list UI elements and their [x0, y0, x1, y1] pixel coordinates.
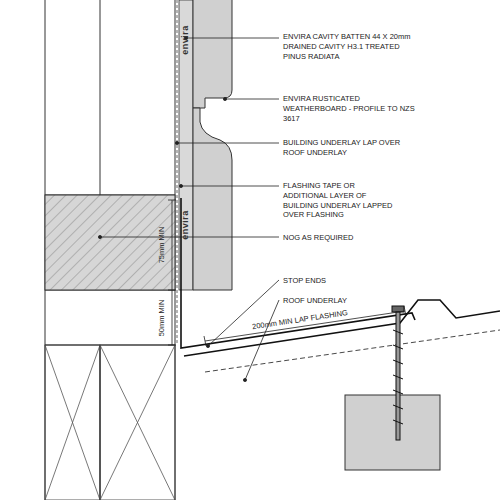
roof-screw	[392, 306, 404, 440]
part-label: FLASHING TAPE OR ADDITIONAL LAYER OF BUI…	[283, 181, 393, 220]
nog-block	[45, 195, 175, 290]
dimension-lines	[168, 200, 406, 346]
wall-framing	[45, 0, 175, 500]
part-label: NOG AS REQUIRED	[283, 233, 423, 243]
dimension-label: 200mm MIN LAP FLASHING	[252, 308, 349, 332]
weatherboard	[193, 108, 232, 290]
weatherboard	[193, 0, 232, 108]
building-underlay	[177, 0, 178, 345]
dimension-label: 50mm MIN	[157, 300, 167, 337]
roof-underlay-line	[205, 330, 500, 372]
part-label: STOP ENDS	[283, 276, 423, 286]
brand-logo: envira	[180, 210, 192, 240]
brand-logo: envira	[180, 25, 192, 55]
roof-cladding	[184, 300, 500, 356]
part-label: ENVIRA RUSTICATED WEATHERBOARD - PROFILE…	[283, 94, 423, 123]
nog-hatch	[45, 195, 175, 290]
part-label: BUILDING UNDERLAY LAP OVER ROOF UNDERLAY	[283, 138, 423, 158]
part-label: ROOF UNDERLAY	[283, 296, 423, 306]
dimension-label: 75mm MIN	[157, 227, 167, 264]
framing-crosses	[45, 345, 175, 500]
part-label: ENVIRA CAVITY BATTEN 44 X 20mm DRAINED C…	[283, 32, 423, 61]
purlin	[345, 395, 440, 470]
